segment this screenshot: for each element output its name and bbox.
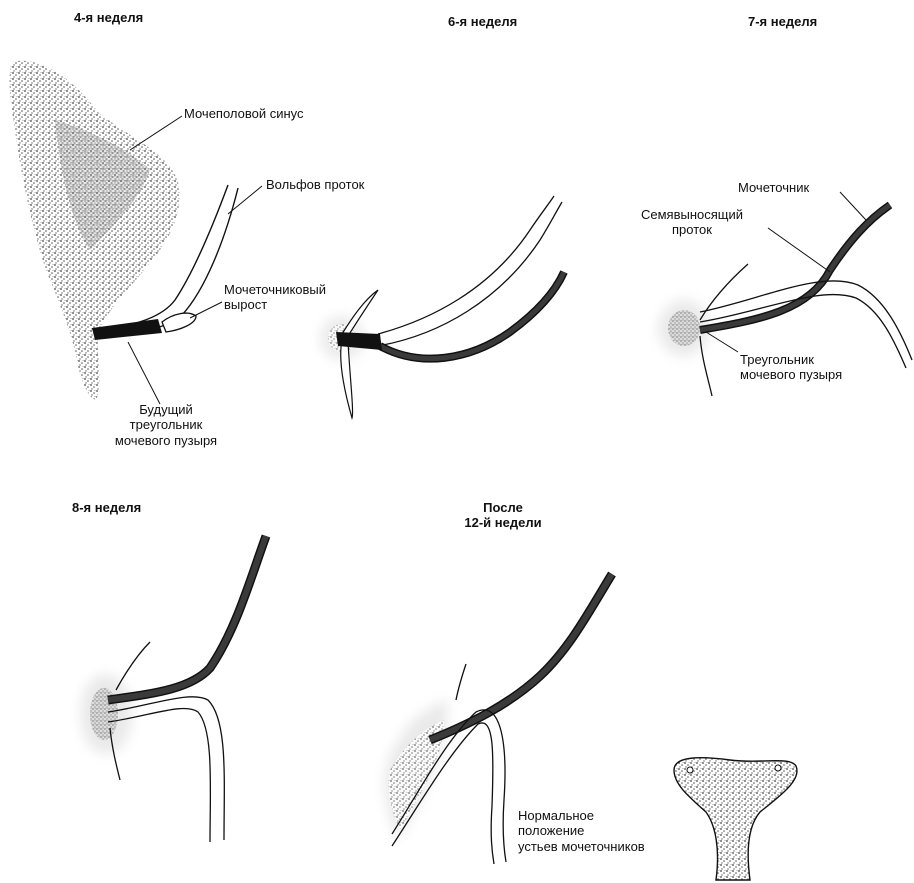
label-ureteric-bud-line1: Мочеточниковый [224, 282, 326, 297]
label-wolffian-duct: Вольфов проток [266, 177, 364, 192]
label-ureter: Мочеточник [738, 180, 809, 195]
title-week12-line2: 12-й недели [448, 515, 558, 530]
label-normal-position-line2: положение [518, 823, 645, 838]
panel-week8-drawing [80, 536, 266, 842]
label-future-trigone-line2: треугольник [96, 417, 236, 432]
trigone-t-shape [674, 758, 797, 880]
label-normal-position-line1: Нормальное [518, 808, 645, 823]
label-trigone-line1: Треугольник [740, 352, 842, 367]
title-week6: 6-я неделя [448, 14, 517, 29]
label-future-trigone: Будущий треугольник мочевого пузыря [96, 402, 236, 448]
label-trigone: Треугольник мочевого пузыря [740, 352, 842, 383]
label-urogenital-sinus: Мочеполовой синус [184, 106, 304, 121]
label-future-trigone-line1: Будущий [96, 402, 236, 417]
title-week12-line1: После [448, 500, 558, 515]
label-normal-position-line3: устьев мочеточников [518, 839, 645, 854]
label-trigone-line2: мочевого пузыря [740, 367, 842, 382]
label-future-trigone-line3: мочевого пузыря [96, 433, 236, 448]
title-week12: После 12-й недели [448, 500, 558, 530]
ureter-week8 [108, 536, 266, 700]
title-week4: 4-я неделя [74, 10, 143, 25]
label-vas-deferens-line1: Семявыносящий [622, 207, 762, 222]
ureteric-bud [162, 313, 196, 332]
label-ureteric-bud-line2: вырост [224, 297, 326, 312]
title-week8: 8-я неделя [72, 500, 141, 515]
ureter-week6 [380, 272, 564, 359]
label-vas-deferens-line2: проток [622, 222, 762, 237]
label-vas-deferens: Семявыносящий проток [622, 207, 762, 238]
label-ureteric-bud: Мочеточниковый вырост [224, 282, 326, 313]
label-normal-position: Нормальное положение устьев мочеточников [518, 808, 645, 854]
ureter-week12 [430, 574, 612, 740]
title-week7: 7-я неделя [748, 14, 817, 29]
panel-week6-drawing [320, 196, 564, 418]
